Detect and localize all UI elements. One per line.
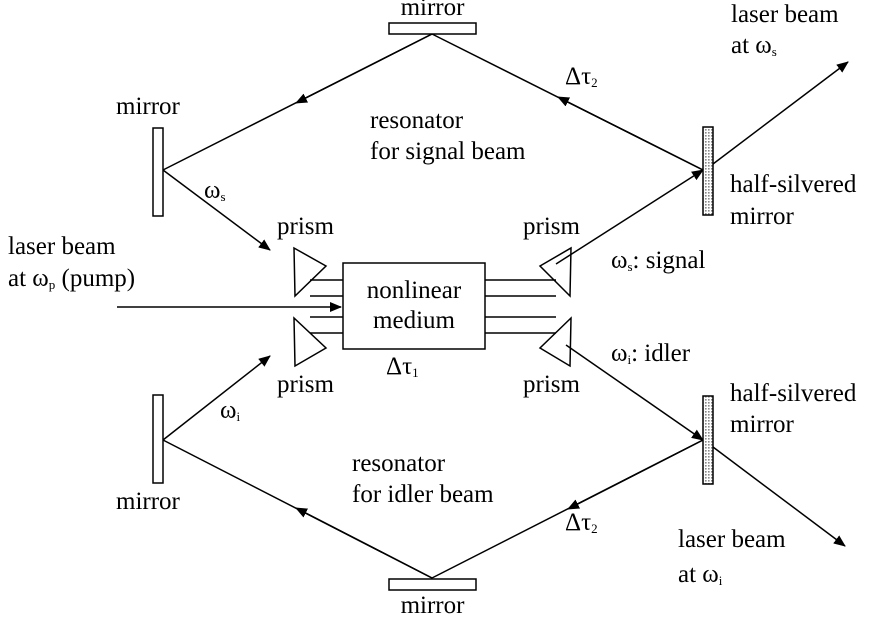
label-omega-s-beam: ωs [204, 177, 226, 204]
mirror-left-lower [152, 394, 164, 484]
signal-resonator-beams [162, 33, 849, 265]
label-prism-right-upper: prism [523, 213, 580, 240]
prism-connectors [310, 279, 556, 334]
half-silvered-mirror-lower [702, 395, 714, 485]
label-laser-beam-signal: laser beam [731, 1, 839, 28]
label-at-omega-i: at ωi [678, 561, 723, 588]
label-prism-left-lower: prism [277, 371, 334, 398]
label-half-silvered-lower: half-silvered [730, 380, 857, 407]
label-delta-tau-1: Δτ1 [386, 353, 419, 380]
prism-right-lower [538, 316, 572, 368]
label-prism-left-upper: prism [277, 213, 334, 240]
label-laser-beam-pump: laser beam [8, 233, 116, 260]
prism-left-upper [293, 246, 328, 298]
idler-resonator-beams [162, 344, 846, 579]
label-omega-i-idler: ωi: idler [611, 340, 691, 367]
label-omega-i-beam: ωi [220, 397, 241, 424]
prism-left-lower [293, 316, 328, 368]
label-resonator-idler: resonator [352, 450, 446, 477]
mirror-top [388, 22, 477, 35]
label-delta-tau-2-lower: Δτ2 [565, 509, 598, 536]
half-silvered-mirror-upper [702, 126, 714, 216]
label-half-silvered-upper-mirror: mirror [730, 203, 794, 230]
label-prism-right-lower: prism [523, 371, 580, 398]
label-for-signal-beam: for signal beam [370, 138, 526, 165]
label-at-omega-s: at ωs [731, 32, 777, 59]
prism-right-upper [538, 246, 572, 298]
label-mirror-left-upper: mirror [116, 93, 180, 120]
label-delta-tau-2-upper: Δτ2 [565, 63, 598, 90]
mirror-left-upper [152, 127, 164, 217]
label-medium: medium [373, 307, 455, 334]
nonlinear-medium-label: nonlinear medium [343, 263, 485, 349]
label-omega-s-signal: ωs: signal [611, 247, 706, 274]
label-half-silvered-upper: half-silvered [730, 171, 857, 198]
mirror-bottom [388, 578, 477, 591]
label-for-idler-beam: for idler beam [352, 481, 494, 508]
label-at-omega-p-pump: at ωp (pump) [8, 265, 136, 292]
nonlinear-medium-box [342, 262, 486, 350]
label-mirror-left-lower: mirror [116, 488, 180, 515]
label-half-silvered-lower-mirror: mirror [730, 411, 794, 438]
label-nonlinear: nonlinear [366, 277, 462, 304]
label-mirror-top: mirror [400, 0, 465, 21]
label-mirror-bottom: mirror [400, 592, 465, 619]
label-laser-beam-idler: laser beam [678, 526, 786, 553]
label-resonator-signal: resonator [370, 107, 464, 134]
